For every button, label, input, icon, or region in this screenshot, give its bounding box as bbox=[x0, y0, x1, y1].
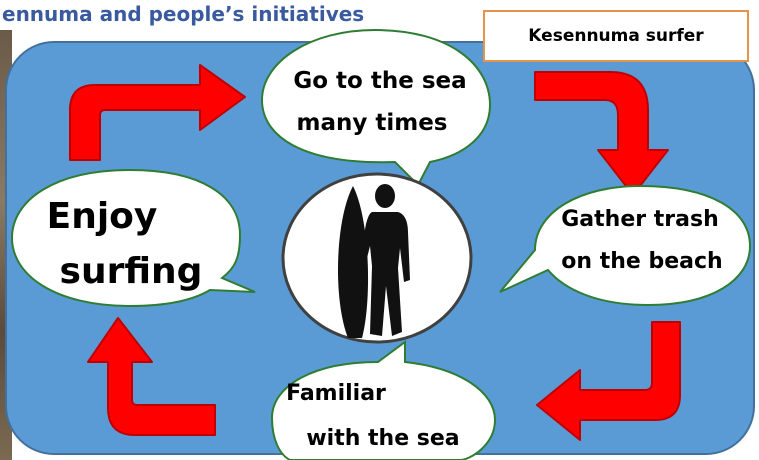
page-title: ennuma and people’s initiatives bbox=[2, 2, 365, 26]
bubble-top: Go to the sea many times bbox=[260, 28, 492, 187]
bubble-left-line1: Enjoy bbox=[47, 196, 158, 237]
bubble-bottom: Familiar with the sea bbox=[270, 340, 497, 460]
bubble-top-line2: many times bbox=[297, 110, 448, 136]
surfer-silhouette-icon bbox=[337, 184, 410, 338]
bubble-left: Enjoy surfing bbox=[10, 168, 256, 308]
kesennuma-surfer-label: Kesennuma surfer bbox=[483, 10, 749, 62]
bubble-bottom-line1: Familiar bbox=[286, 381, 386, 406]
bubble-right-line1: Gather trash bbox=[561, 207, 718, 232]
cycle-arrows bbox=[69, 64, 681, 441]
bubble-top-line1: Go to the sea bbox=[293, 68, 466, 94]
bubble-right-line2: on the beach bbox=[561, 249, 722, 274]
center-surfer bbox=[281, 172, 473, 344]
bubble-right: Gather trash on the beach bbox=[499, 184, 752, 307]
bubble-left-line2: surfing bbox=[60, 251, 203, 292]
bubble-bottom-line2: with the sea bbox=[306, 426, 459, 451]
arrow-right-to-bottom bbox=[536, 321, 681, 441]
arrow-bottom-to-left bbox=[87, 317, 216, 436]
arrow-left-to-top bbox=[69, 64, 246, 161]
